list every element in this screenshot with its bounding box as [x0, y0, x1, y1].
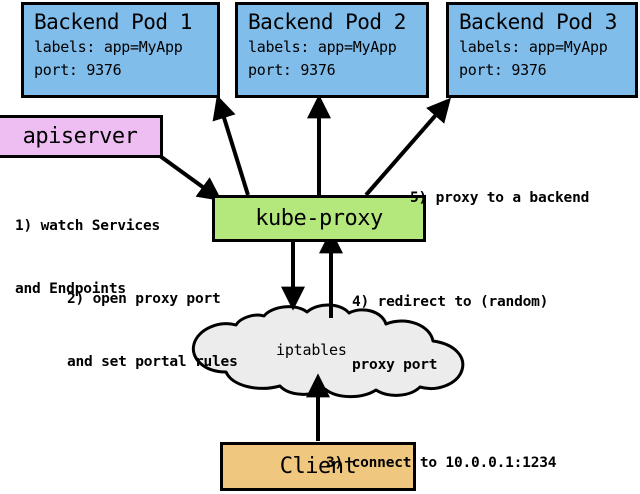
step-2-line-2: and set portal rules: [67, 354, 238, 370]
apiserver-box[interactable]: apiserver: [0, 115, 163, 158]
iptables-label: iptables: [276, 341, 347, 359]
arrow-apiserver-to-kubeproxy: [158, 154, 223, 201]
backend-pod-3-box[interactable]: Backend Pod 3 labels: app=MyApp port: 93…: [446, 2, 638, 98]
backend-pod-1-box[interactable]: Backend Pod 1 labels: app=MyApp port: 93…: [21, 2, 220, 98]
backend-pod-3-title: Backend Pod 3: [459, 10, 617, 34]
client-label: Client: [279, 454, 357, 479]
backend-pod-2-labels: labels: app=MyApp: [248, 38, 397, 56]
step-2-label: 2) open proxy port and set portal rules: [67, 247, 238, 415]
client-box[interactable]: Client: [220, 442, 416, 491]
step-3-label: 3) connect to 10.0.0.1:1234: [326, 411, 557, 494]
backend-pod-2-port: port: 9376: [248, 61, 336, 79]
step-5-label: 5) proxy to a backend: [410, 146, 589, 251]
kube-proxy-box[interactable]: kube-proxy: [212, 195, 426, 242]
step-4-line-2: proxy port: [352, 357, 438, 373]
step-4-label: 4) redirect to (random) proxy port: [352, 250, 548, 418]
step-4-line-1: 4) redirect to (random): [352, 294, 549, 310]
kube-proxy-label: kube-proxy: [255, 206, 383, 231]
backend-pod-1-title: Backend Pod 1: [34, 10, 192, 34]
step-2-line-1: 2) open proxy port: [67, 291, 221, 307]
backend-pod-2-title: Backend Pod 2: [248, 10, 406, 34]
iptables-cloud: [191, 303, 465, 399]
backend-pod-1-port: port: 9376: [34, 61, 122, 79]
backend-pod-3-port: port: 9376: [459, 61, 547, 79]
backend-pod-2-box[interactable]: Backend Pod 2 labels: app=MyApp port: 93…: [235, 2, 429, 98]
step-1-line-1: 1) watch Services: [15, 218, 161, 234]
step-3-line-1: 3) connect to 10.0.0.1:1234: [326, 455, 557, 471]
backend-pod-3-labels: labels: app=MyApp: [459, 38, 608, 56]
arrow-kubeproxy-to-pod3: [364, 97, 451, 197]
step-1-label: 1) watch Services and Endpoints: [15, 174, 160, 342]
arrow-kubeproxy-to-pod1: [212, 95, 250, 196]
step-5-line-1: 5) proxy to a backend: [410, 190, 590, 206]
backend-pod-1-labels: labels: app=MyApp: [34, 38, 183, 56]
step-1-line-2: and Endpoints: [15, 281, 126, 297]
apiserver-label: apiserver: [22, 124, 138, 149]
